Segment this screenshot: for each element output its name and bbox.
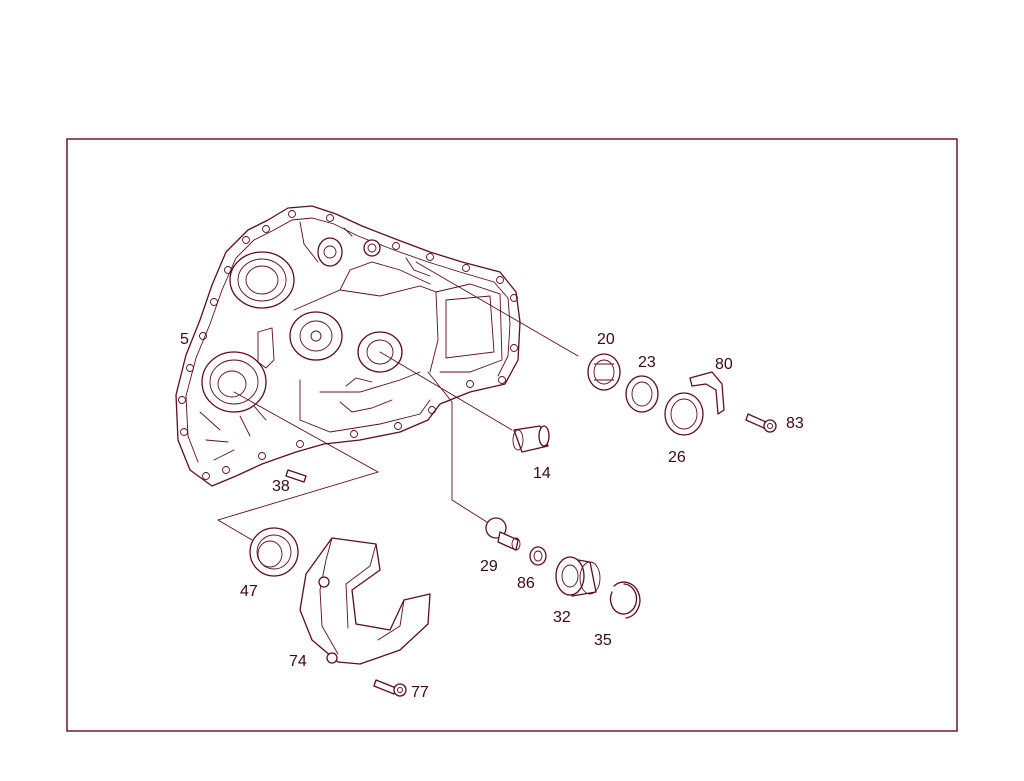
label-47: 47 — [240, 583, 258, 600]
part-labels: 5 14 20 23 26 29 32 35 38 47 74 77 80 83… — [180, 331, 804, 701]
diagram-frame — [66, 138, 958, 732]
part-86-ring[interactable] — [529, 546, 547, 566]
leader-lines — [216, 261, 579, 541]
label-29: 29 — [480, 558, 498, 575]
label-86: 86 — [517, 575, 535, 592]
label-26: 26 — [668, 449, 686, 466]
label-14: 14 — [533, 465, 551, 482]
label-74: 74 — [289, 653, 307, 670]
label-80: 80 — [715, 356, 733, 373]
part-14-sleeve[interactable] — [512, 425, 550, 453]
part-20-bearing[interactable] — [587, 353, 621, 391]
part-32-bearing[interactable] — [555, 556, 601, 597]
part-23-ring[interactable] — [625, 375, 659, 413]
label-5: 5 — [180, 331, 189, 348]
part-47-seal[interactable] — [249, 527, 299, 577]
part-35-snap-ring[interactable] — [609, 581, 641, 619]
part-5-housing[interactable] — [175, 205, 521, 487]
label-32: 32 — [553, 609, 571, 626]
label-35: 35 — [594, 632, 612, 649]
label-38: 38 — [272, 478, 290, 495]
part-83-bolt[interactable] — [745, 413, 777, 433]
label-20: 20 — [597, 331, 615, 348]
part-80-plate[interactable] — [689, 371, 725, 415]
part-29-shaft[interactable] — [485, 517, 521, 551]
part-26-seal[interactable] — [664, 392, 704, 436]
label-83: 83 — [786, 415, 804, 432]
part-74-cover[interactable] — [299, 537, 431, 665]
part-38-pin[interactable] — [285, 469, 307, 483]
label-77: 77 — [411, 684, 429, 701]
part-77-bolt[interactable] — [373, 679, 407, 697]
label-23: 23 — [638, 354, 656, 371]
